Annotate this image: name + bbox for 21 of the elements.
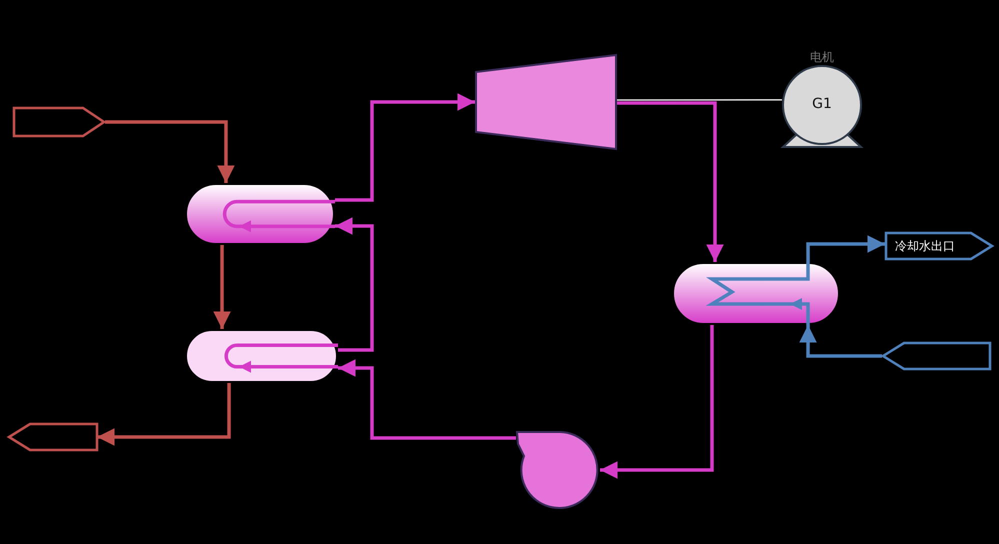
turbine-symbol (475, 54, 617, 150)
arrow (213, 245, 231, 329)
connector-label: 冷却水出口 (895, 238, 955, 255)
pump-symbol (516, 430, 600, 508)
offpage-connector (8, 423, 97, 451)
arrow (97, 383, 231, 446)
arrow (600, 325, 714, 479)
arrow (617, 101, 724, 262)
arrow (335, 217, 374, 352)
shaft-line (617, 99, 782, 101)
arrow (338, 359, 516, 440)
arrow (105, 120, 235, 183)
equipment-caption: 电机 (810, 49, 834, 66)
generator-label: G1 (811, 96, 833, 112)
offpage-connector (13, 107, 105, 137)
offpage-connector (885, 232, 993, 260)
generator-symbol (782, 65, 862, 148)
arrow (799, 325, 882, 358)
arrow (335, 93, 475, 202)
offpage-connector (882, 342, 990, 370)
arrow (806, 235, 885, 262)
